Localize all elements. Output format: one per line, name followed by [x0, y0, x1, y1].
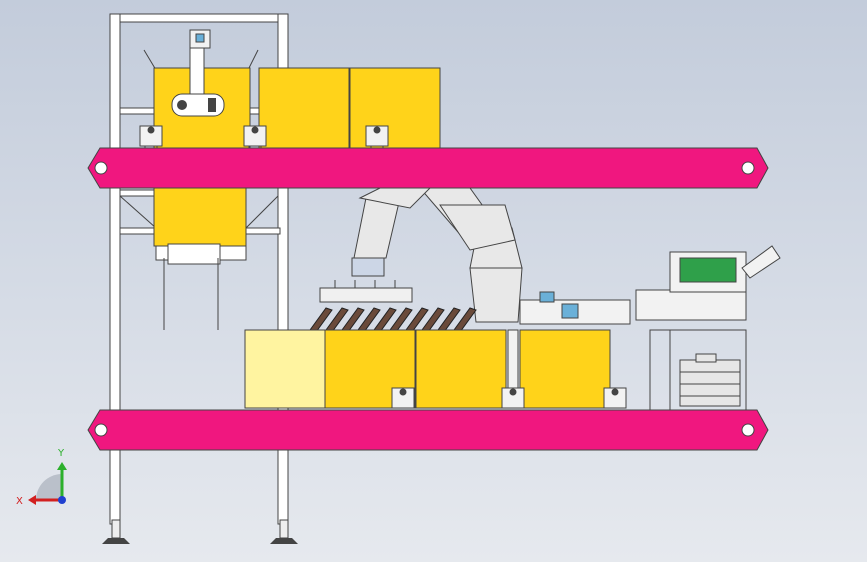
bottom-box-1 — [244, 329, 326, 409]
leveling-foot-left — [102, 519, 130, 544]
sensor-bracket-icon — [365, 125, 389, 152]
sensor-bracket-icon — [501, 387, 525, 409]
gripper-icon — [319, 280, 413, 303]
axis-y-label: Y — [57, 448, 65, 459]
leveling-foot-right — [270, 519, 298, 544]
top-box-3 — [349, 67, 441, 149]
sensor-bracket-icon — [539, 291, 579, 319]
packing-unit — [519, 245, 781, 411]
top-hopper — [143, 41, 259, 149]
beam-hole — [741, 161, 755, 175]
beam-hole — [741, 423, 755, 437]
product-stack — [309, 307, 477, 333]
bottom-box-4 — [519, 329, 611, 409]
robot-arm[interactable] — [351, 187, 523, 323]
feed-column — [153, 187, 247, 247]
conveyor-beam-lower[interactable] — [87, 409, 769, 451]
top-box-2 — [258, 67, 350, 149]
sensor-bracket-icon — [189, 29, 211, 49]
axis-x-label: X — [16, 496, 23, 507]
feed-chute — [163, 243, 221, 330]
conveyor-beam-upper[interactable] — [87, 147, 769, 189]
coordinate-triad: X Y — [16, 448, 67, 507]
sensor-bracket-icon — [603, 387, 627, 409]
beam-hole — [94, 161, 108, 175]
sensor-bracket-icon — [139, 125, 163, 152]
beam-hole — [94, 423, 108, 437]
bottom-box-3 — [415, 329, 507, 409]
sensor-bracket-icon — [391, 387, 415, 409]
motor-icon — [679, 353, 741, 407]
